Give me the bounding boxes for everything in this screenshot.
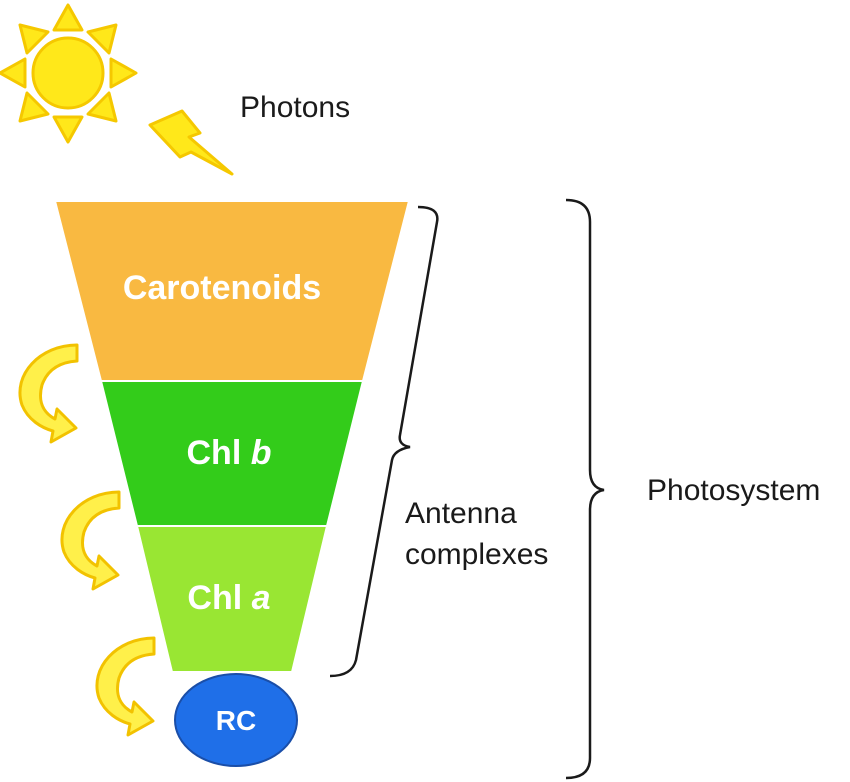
photosystem-label: Photosystem <box>647 474 820 507</box>
antenna-label-line1: Antenna <box>405 497 517 530</box>
chl-a-italic: a <box>252 579 271 617</box>
antenna-label-line2: complexes <box>405 538 548 571</box>
photosystem-bracket <box>565 198 605 780</box>
chl-a-layer <box>135 525 329 673</box>
sun-disc <box>31 36 105 110</box>
antenna-label: Antenna complexes <box>405 497 548 571</box>
chl-b-text: Chl <box>187 434 251 472</box>
curved-arrow-icon <box>18 343 79 444</box>
curved-arrow-icon <box>95 636 156 737</box>
chl-a-text: Chl <box>187 579 251 617</box>
chl-a-label: Chl a <box>187 579 270 617</box>
carotenoids-label: Carotenoids <box>123 269 321 307</box>
antenna-bracket <box>329 205 439 678</box>
chl-b-label: Chl b <box>187 434 272 472</box>
sun-icon <box>0 3 138 144</box>
curved-arrow-icon <box>60 490 121 591</box>
energy-transfer-arrows <box>18 343 156 737</box>
chl-b-italic: b <box>251 434 272 472</box>
sun-rays <box>0 3 138 144</box>
lightning-bolt-icon <box>148 109 234 176</box>
reaction-center-label: RC <box>216 705 256 736</box>
carotenoids-text: Carotenoids <box>123 269 321 307</box>
reaction-center <box>174 673 298 767</box>
photons-label: Photons <box>240 91 350 124</box>
